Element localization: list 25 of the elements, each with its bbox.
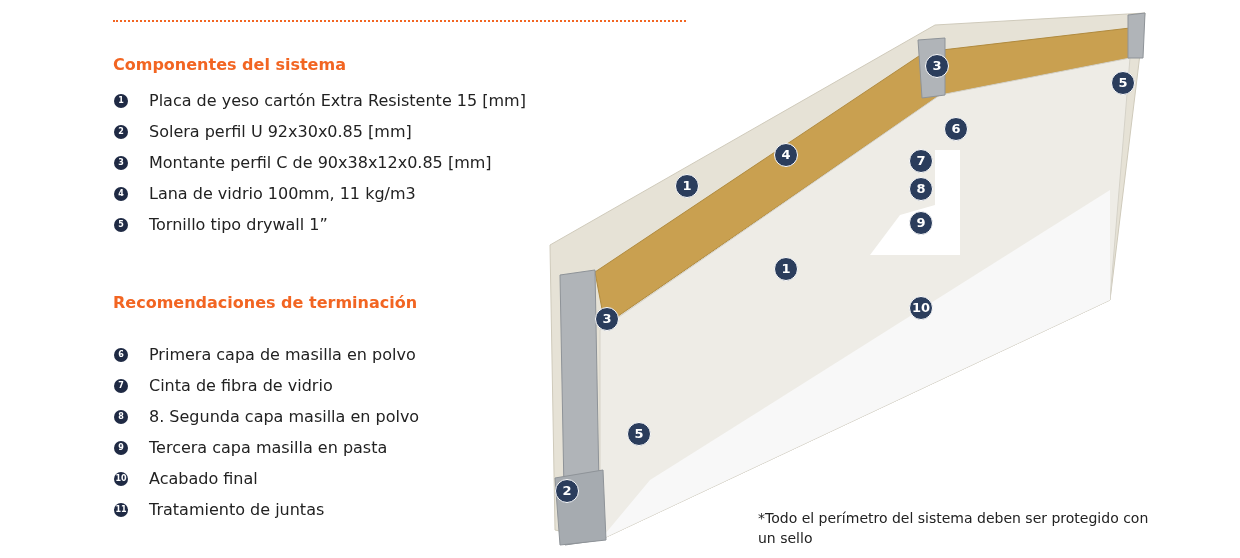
number-bullet: 11 <box>114 503 128 517</box>
section-heading: Componentes del sistema <box>113 55 346 74</box>
number-bullet: 10 <box>114 472 128 486</box>
list-item: 8. Segunda capa masilla en polvo <box>149 407 420 426</box>
number-bullet: 1 <box>114 94 128 108</box>
list-item: Placa de yeso cartón Extra Resistente 15 [mm] <box>149 91 526 110</box>
number-bullet: 7 <box>114 379 128 393</box>
footnote: *Todo el perímetro del sistema deben ser protegido con un sello <box>758 509 1150 548</box>
number-bullet: 2 <box>114 125 128 139</box>
number-bullet: 4 <box>114 187 128 201</box>
section-heading: Recomendaciones de terminación <box>113 293 418 312</box>
list-item: Montante perfil C de 90x38x12x0.85 [mm] <box>149 153 492 172</box>
number-bullet: 9 <box>114 441 128 455</box>
list-item: Primera capa de masilla en polvo <box>149 345 416 364</box>
list-item: Lana de vidrio 100mm, 11 kg/m3 <box>149 184 416 203</box>
list-item: Solera perfil U 92x30x0.85 [mm] <box>149 122 412 141</box>
list-item: Acabado final <box>149 469 258 488</box>
list-item: Tercera capa masilla en pasta <box>149 438 388 457</box>
list-item: Tornillo tipo drywall 1” <box>149 215 328 234</box>
number-bullet: 8 <box>114 410 128 424</box>
number-bullet: 5 <box>114 218 128 232</box>
list-item: Cinta de fibra de vidrio <box>149 376 333 395</box>
number-bullet: 3 <box>114 156 128 170</box>
number-bullet: 6 <box>114 348 128 362</box>
list-item: Tratamiento de juntas <box>149 500 325 519</box>
